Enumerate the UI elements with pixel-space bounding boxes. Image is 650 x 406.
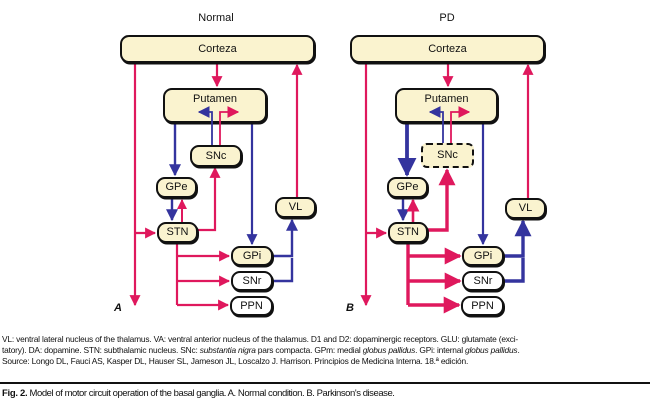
node-label: STN: [166, 226, 189, 238]
caption-figure-number: Fig. 2.: [2, 388, 28, 399]
footnote-segment: . GPi: internal: [415, 345, 466, 355]
node-normal-snc: SNc: [190, 145, 242, 167]
node-normal-putamen: Putamen: [163, 88, 267, 123]
edge-pd-stn-snc: [428, 168, 456, 232]
diagram-title-pd: PD: [439, 12, 455, 24]
node-pd-gpe: GPe: [387, 177, 428, 198]
node-normal-gpi: GPi: [231, 246, 273, 266]
node-pd-ppn: PPN: [461, 296, 504, 316]
node-label: VL: [518, 202, 533, 214]
edge-normal-snr-vl: [273, 258, 294, 283]
node-normal-stn: STN: [157, 222, 198, 243]
node-label: SNc: [205, 149, 227, 162]
figure-caption: Fig. 2. Model of motor circuit operation…: [2, 388, 648, 400]
node-label: SNr: [473, 274, 493, 287]
node-pd-gpi: GPi: [462, 246, 504, 266]
node-pd-snc: SNc: [421, 143, 474, 168]
footnote-segment: pars compacta. GPm: medial: [255, 345, 363, 355]
edge-pd-snc-putamen-d1: [450, 106, 471, 143]
node-pd-corteza: Corteza: [350, 35, 545, 63]
node-pd-vl: VL: [505, 198, 546, 219]
caption-text: Model of motor circuit operation of the …: [27, 388, 395, 399]
edge-normal-snc-putamen-d2: [197, 106, 213, 145]
footnote-segment: tatory). DA: dopamine. STN: subthalamic …: [2, 345, 200, 355]
diagram-arrows-layer: [129, 63, 534, 314]
node-label: GPe: [165, 181, 188, 193]
node-label: GPi: [242, 249, 262, 262]
node-label: GPi: [473, 249, 493, 262]
node-normal-snr: SNr: [231, 271, 273, 291]
node-label: PPN: [240, 299, 263, 312]
footnote-italic-segment: globus pallidus: [362, 345, 416, 355]
edge-pd-snc-putamen-d2: [428, 106, 444, 143]
edge-pd-snr-vl: [504, 258, 525, 283]
node-label: Corteza: [198, 42, 237, 55]
node-pd-putamen: Putamen: [395, 88, 498, 123]
figure-footnote: VL: ventral lateral nucleus of the thala…: [2, 334, 648, 367]
node-label: Corteza: [428, 42, 467, 55]
node-normal-vl: VL: [275, 197, 316, 218]
node-pd-snr: SNr: [462, 271, 504, 291]
node-label: SNc: [437, 149, 458, 161]
node-normal-corteza: Corteza: [120, 35, 315, 63]
footnote-italic-segment: globus pallidus: [465, 345, 518, 355]
footnote-line-3: Source: Longo DL, Fauci AS, Kasper DL, H…: [2, 356, 469, 366]
footnote-segment: .: [517, 345, 520, 355]
edge-pd-gpi-vl: [504, 219, 532, 258]
node-label: VL: [288, 201, 303, 213]
node-label: Putamen: [192, 93, 238, 105]
panel-label-pd: B: [346, 302, 354, 314]
edge-normal-stn-snc: [198, 166, 221, 232]
footnote-line-2: tatory). DA: dopamine. STN: subthalamic …: [2, 345, 648, 356]
footnote-italic-segment: substantia nigra: [199, 345, 256, 355]
node-label: Putamen: [424, 93, 469, 105]
node-normal-ppn: PPN: [230, 296, 273, 316]
panel-label-normal: A: [114, 302, 122, 314]
dopamine-arrows-layer: [197, 106, 471, 145]
node-label: SNr: [242, 274, 262, 287]
node-pd-stn: STN: [388, 222, 428, 243]
edge-normal-snc-putamen-d1: [219, 106, 240, 145]
node-label: STN: [397, 226, 419, 238]
footnote-line-1: VL: ventral lateral nucleus of the thala…: [2, 334, 519, 344]
caption-divider: [0, 382, 650, 384]
node-label: GPe: [396, 181, 419, 193]
node-normal-gpe: GPe: [156, 177, 197, 198]
node-label: PPN: [471, 299, 494, 312]
edge-normal-gpi-vl: [273, 218, 298, 258]
diagram-title-normal: Normal: [198, 12, 234, 24]
